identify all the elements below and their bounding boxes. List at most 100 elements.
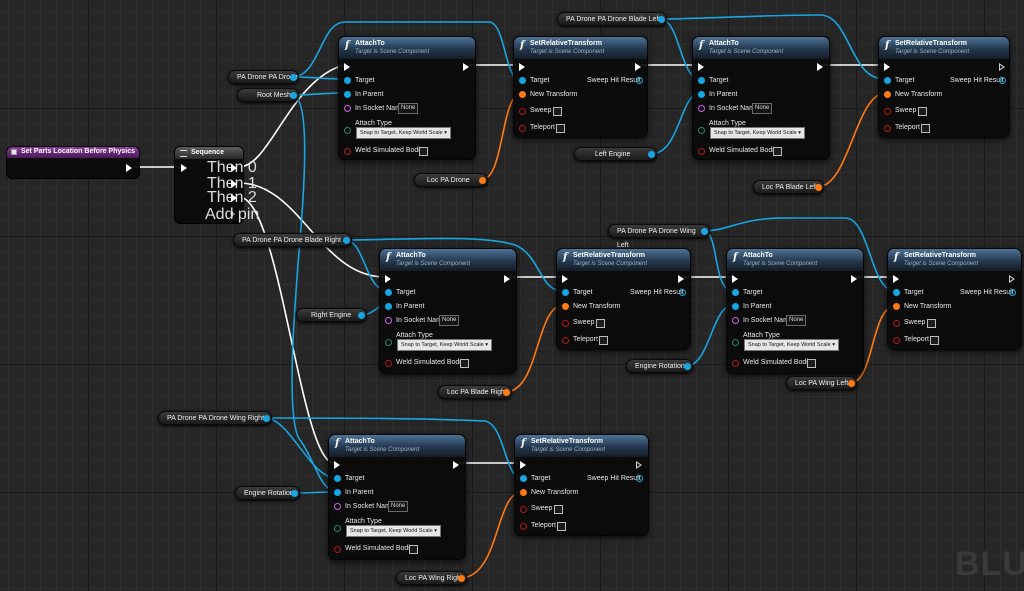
var-pa-drone[interactable]: PA Drone PA Drone	[228, 70, 299, 84]
new-transform-pin[interactable]	[562, 303, 569, 310]
var-root-mesh[interactable]: Root Mesh	[237, 88, 299, 102]
var-out-pin[interactable]	[701, 228, 708, 235]
attach-to-node[interactable]: f AttachTo Target is Scene Component Tar…	[379, 248, 517, 374]
exec-out-pin[interactable]	[817, 63, 823, 71]
weld-pin[interactable]	[344, 148, 351, 155]
teleport-checkbox[interactable]	[556, 124, 565, 133]
exec-in-pin[interactable]	[520, 461, 526, 469]
exec-in-pin[interactable]	[181, 164, 187, 172]
attach-type-pin[interactable]	[385, 339, 392, 346]
exec-in-pin[interactable]	[519, 63, 525, 71]
new-transform-pin[interactable]	[520, 489, 527, 496]
target-pin[interactable]	[698, 77, 705, 84]
var-loc-wing-left[interactable]: Loc PA Wing Left	[786, 376, 857, 390]
exec-out-pin[interactable]	[999, 63, 1005, 71]
teleport-checkbox[interactable]	[599, 336, 608, 345]
socket-name-pin[interactable]	[698, 105, 705, 112]
teleport-pin[interactable]	[893, 337, 900, 344]
sweep-hit-pin[interactable]	[636, 77, 643, 84]
sweep-pin[interactable]	[562, 320, 569, 327]
weld-checkbox[interactable]	[773, 147, 782, 156]
exec-out-pin[interactable]	[463, 63, 469, 71]
teleport-pin[interactable]	[520, 523, 527, 530]
var-blade-left[interactable]: PA Drone PA Drone Blade Left	[557, 12, 667, 26]
var-out-pin[interactable]	[503, 389, 510, 396]
sweep-pin[interactable]	[884, 108, 891, 115]
socket-name-field[interactable]: None	[786, 315, 807, 326]
target-pin[interactable]	[732, 289, 739, 296]
teleport-checkbox[interactable]	[921, 124, 930, 133]
attach-type-dropdown[interactable]: Snap to Target, Keep World Scale ▾	[346, 525, 441, 537]
set-relative-transform-node[interactable]: f SetRelativeTransform Target is Scene C…	[887, 248, 1022, 350]
sweep-checkbox[interactable]	[553, 107, 562, 116]
weld-checkbox[interactable]	[419, 147, 428, 156]
var-out-pin[interactable]	[291, 490, 298, 497]
socket-name-pin[interactable]	[334, 503, 341, 510]
target-pin[interactable]	[520, 475, 527, 482]
var-out-pin[interactable]	[358, 312, 365, 319]
attach-type-dropdown[interactable]: Snap to Target, Keep World Scale ▾	[710, 127, 805, 139]
sweep-hit-pin[interactable]	[636, 475, 643, 482]
socket-name-field[interactable]: None	[398, 103, 419, 114]
weld-checkbox[interactable]	[409, 545, 418, 554]
weld-pin[interactable]	[698, 148, 705, 155]
teleport-pin[interactable]	[562, 337, 569, 344]
new-transform-pin[interactable]	[519, 91, 526, 98]
exec-in-pin[interactable]	[562, 275, 568, 283]
socket-name-field[interactable]: None	[439, 315, 460, 326]
var-out-pin[interactable]	[658, 16, 665, 23]
var-out-pin[interactable]	[290, 92, 297, 99]
sweep-checkbox[interactable]	[554, 505, 563, 514]
attach-to-node[interactable]: f AttachTo Target is Scene Component Tar…	[328, 434, 466, 560]
in-parent-pin[interactable]	[344, 91, 351, 98]
var-wing-left[interactable]: PA Drone PA Drone Wing Left	[608, 224, 710, 249]
exec-out-pin[interactable]	[504, 275, 510, 283]
attach-type-pin[interactable]	[698, 127, 705, 134]
target-pin[interactable]	[519, 77, 526, 84]
var-engine-rotation[interactable]: Engine Rotation	[626, 359, 693, 373]
then-2-pin[interactable]	[231, 194, 237, 202]
plus-icon[interactable]: +	[230, 209, 236, 219]
sweep-checkbox[interactable]	[596, 319, 605, 328]
new-transform-pin[interactable]	[893, 303, 900, 310]
exec-in-pin[interactable]	[893, 275, 899, 283]
teleport-checkbox[interactable]	[557, 522, 566, 531]
set-relative-transform-node[interactable]: f SetRelativeTransform Target is Scene C…	[513, 36, 648, 138]
target-pin[interactable]	[562, 289, 569, 296]
exec-in-pin[interactable]	[344, 63, 350, 71]
var-out-pin[interactable]	[458, 575, 465, 582]
exec-out-pin[interactable]	[453, 461, 459, 469]
target-pin[interactable]	[884, 77, 891, 84]
target-pin[interactable]	[344, 77, 351, 84]
attach-to-node[interactable]: f AttachTo Target is Scene Component Tar…	[692, 36, 830, 160]
teleport-pin[interactable]	[884, 125, 891, 132]
set-relative-transform-node[interactable]: f SetRelativeTransform Target is Scene C…	[556, 248, 691, 350]
exec-in-pin[interactable]	[732, 275, 738, 283]
teleport-checkbox[interactable]	[930, 336, 939, 345]
var-left-engine[interactable]: Left Engine	[574, 147, 657, 161]
var-blade-right[interactable]: PA Drone PA Drone Blade Right	[233, 233, 352, 247]
sweep-hit-pin[interactable]	[679, 289, 686, 296]
attach-type-dropdown[interactable]: Snap to Target, Keep World Scale ▾	[744, 339, 839, 351]
exec-out-pin[interactable]	[635, 63, 641, 71]
var-out-pin[interactable]	[684, 363, 691, 370]
sequence-node[interactable]: Sequence Then 0 Then 1 Then 2 Add pin +	[174, 146, 259, 224]
weld-checkbox[interactable]	[460, 359, 469, 368]
exec-out-pin[interactable]	[851, 275, 857, 283]
var-out-pin[interactable]	[290, 74, 297, 81]
in-parent-pin[interactable]	[385, 303, 392, 310]
var-out-pin[interactable]	[848, 380, 855, 387]
var-out-pin[interactable]	[263, 415, 270, 422]
var-loc-blade-right[interactable]: Loc PA Blade Right	[438, 385, 512, 399]
exec-in-pin[interactable]	[334, 461, 340, 469]
exec-in-pin[interactable]	[698, 63, 704, 71]
socket-name-field[interactable]: None	[752, 103, 773, 114]
attach-type-dropdown[interactable]: Snap to Target, Keep World Scale ▾	[397, 339, 492, 351]
sweep-hit-pin[interactable]	[999, 77, 1006, 84]
event-node[interactable]: Set Parts Location Before Physics	[6, 146, 140, 179]
var-out-pin[interactable]	[648, 151, 655, 158]
sweep-pin[interactable]	[519, 108, 526, 115]
exec-out-pin[interactable]	[678, 275, 684, 283]
sweep-pin[interactable]	[893, 320, 900, 327]
attach-type-pin[interactable]	[732, 339, 739, 346]
